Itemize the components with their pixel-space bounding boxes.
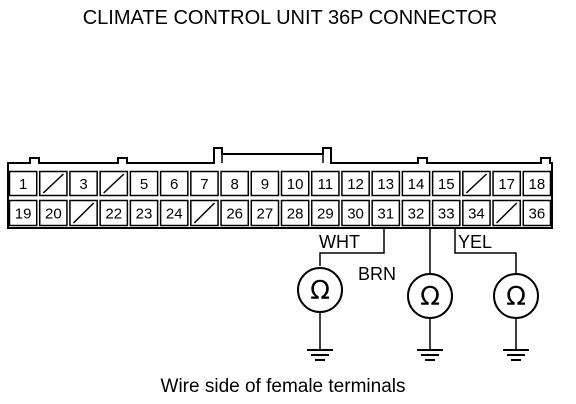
- pin-number: 26: [226, 206, 243, 223]
- pin-7: 7: [190, 170, 219, 197]
- pin-number: 6: [170, 176, 178, 193]
- pin-9: 9: [250, 170, 280, 197]
- pin-32: 32: [401, 199, 431, 227]
- ohm-symbol: Ω: [310, 276, 330, 306]
- blank-slash: [103, 173, 125, 194]
- pin-36: 36: [522, 199, 552, 227]
- wire-label-brn: BRN: [358, 264, 396, 284]
- pin-number: 36: [529, 206, 546, 223]
- pin-19: 19: [8, 199, 38, 227]
- blank-slash: [42, 173, 64, 194]
- blank-terminal: [462, 170, 491, 197]
- pin-number: 34: [468, 206, 485, 223]
- pin-6: 6: [159, 170, 189, 197]
- blank-terminal: [99, 170, 129, 197]
- pin-number: 20: [45, 206, 62, 223]
- pin-27: 27: [250, 199, 280, 227]
- pin-number: 18: [529, 176, 546, 193]
- pin-13: 13: [371, 170, 401, 197]
- pin-number: 29: [317, 206, 334, 223]
- blank-slash: [465, 173, 488, 194]
- pin-18: 18: [522, 170, 552, 197]
- blank-terminal: [69, 199, 98, 227]
- pin-5: 5: [129, 170, 159, 197]
- pin-12: 12: [341, 170, 370, 197]
- pin-number: 24: [166, 206, 183, 223]
- ground-icon: [503, 349, 529, 361]
- pin-29: 29: [310, 199, 340, 227]
- pin-10: 10: [280, 170, 310, 197]
- pin-20: 20: [38, 199, 68, 227]
- wire-wht: WHT: [319, 228, 385, 266]
- connector-housing: [7, 147, 553, 229]
- pin-number: 11: [318, 176, 334, 193]
- pin-30: 30: [341, 199, 370, 227]
- pin-number: 30: [347, 206, 364, 223]
- pin-15: 15: [431, 170, 461, 197]
- wire-label-wht: WHT: [319, 232, 360, 252]
- pin-number: 23: [136, 206, 153, 223]
- blank-slash: [72, 202, 95, 224]
- pin-17: 17: [492, 170, 522, 197]
- pin-number: 10: [287, 176, 304, 193]
- diagram-caption: Wire side of female terminals: [161, 376, 406, 397]
- pin-34: 34: [462, 199, 491, 227]
- pin-28: 28: [280, 199, 310, 227]
- pin-23: 23: [129, 199, 159, 227]
- pin-number: 1: [19, 176, 27, 193]
- ohmmeter-icon: Ω: [407, 273, 453, 350]
- connector-bottom-row: 19 20 22 23 24 26 27 28 29 30 31 32 33 34 36: [8, 199, 552, 227]
- pin-number: 31: [377, 206, 394, 223]
- pin-22: 22: [99, 199, 129, 227]
- pin-31: 31: [371, 199, 401, 227]
- blank-slash: [193, 202, 216, 224]
- ground-icon: [417, 349, 443, 361]
- blank-terminal: [190, 199, 219, 227]
- pin-number: 12: [347, 176, 364, 193]
- pin-number: 17: [498, 176, 515, 193]
- pin-number: 8: [230, 176, 238, 193]
- pin-number: 14: [408, 176, 425, 193]
- wire-label-yel: YEL: [458, 232, 492, 252]
- pin-number: 28: [287, 206, 304, 223]
- pin-11: 11: [310, 170, 340, 197]
- pin-1: 1: [8, 170, 38, 197]
- pin-number: 32: [408, 206, 425, 223]
- pin-33: 33: [431, 199, 461, 227]
- pin-number: 7: [200, 176, 208, 193]
- pin-number: 27: [257, 206, 274, 223]
- blank-terminal: [492, 199, 522, 227]
- pin-8: 8: [220, 170, 250, 197]
- pin-number: 22: [105, 206, 122, 223]
- pin-26: 26: [220, 199, 250, 227]
- ohmmeter-icon: Ω: [493, 273, 539, 350]
- ohm-symbol: Ω: [420, 282, 440, 312]
- pin-number: 33: [438, 206, 455, 223]
- pin-number: 9: [261, 176, 269, 193]
- ground-icon: [307, 349, 333, 361]
- pin-14: 14: [401, 170, 431, 197]
- pin-number: 3: [79, 176, 87, 193]
- diagram-title: CLIMATE CONTROL UNIT 36P CONNECTOR: [83, 7, 498, 29]
- pin-3: 3: [69, 170, 98, 197]
- pin-24: 24: [159, 199, 189, 227]
- ohmmeter-icon: Ω: [297, 267, 343, 350]
- pin-number: 19: [15, 206, 32, 223]
- pin-number: 5: [140, 176, 148, 193]
- wire-yel: YEL: [454, 228, 517, 274]
- pin-number: 15: [438, 176, 455, 193]
- blank-terminal: [38, 170, 68, 197]
- ohm-symbol: Ω: [506, 282, 526, 312]
- wire-brn: BRN: [358, 228, 431, 284]
- blank-slash: [496, 202, 518, 224]
- pin-number: 13: [377, 176, 394, 193]
